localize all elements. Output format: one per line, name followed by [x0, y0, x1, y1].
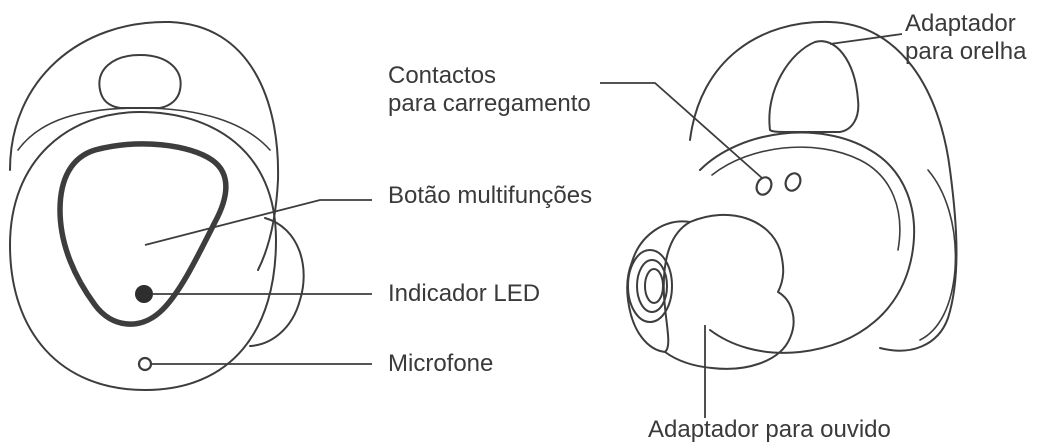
- label-led-indicator-text: Indicador LED: [388, 280, 541, 307]
- earbud-front-face: [9, 111, 277, 391]
- charging-contact-2: [784, 172, 802, 192]
- microphone-hole: [137, 356, 153, 372]
- leader-ear-adapter: [829, 33, 903, 45]
- label-charging-contacts: Contactos para carregamento: [388, 62, 591, 118]
- ear-wing-fin: [768, 40, 860, 133]
- earbud-front-view: [9, 20, 305, 391]
- label-microphone-text: Microfone: [388, 350, 494, 377]
- label-multifunction-button-text: Botão multifunções: [388, 182, 593, 209]
- charging-contacts: [755, 172, 802, 196]
- leader-multifunction: [144, 199, 372, 246]
- label-multifunction-button: Botão multifunções: [388, 182, 592, 210]
- ear-tip-face: [626, 220, 691, 353]
- label-charging-contacts-line1: Contactos: [388, 62, 497, 89]
- ear-wing-adapter: [689, 20, 958, 352]
- label-ear-adapter-line2: para orelha: [905, 38, 1027, 65]
- label-ear-adapter: Adaptador para orelha: [905, 10, 1026, 66]
- label-led-indicator: Indicador LED: [388, 280, 540, 308]
- ear-wing-ridge: [919, 169, 957, 341]
- charging-contact-1: [755, 176, 773, 196]
- multifunction-button-shape: [57, 141, 229, 327]
- earbud-front-rim: [17, 107, 271, 151]
- earbud-body-shell: [699, 131, 916, 354]
- label-ear-tip-text: Adaptador para ouvido: [648, 416, 891, 443]
- earbud-fin: [98, 54, 182, 109]
- nozzle-ring-middle: [636, 259, 668, 313]
- label-charging-contacts-line2: para carregamento: [388, 90, 591, 117]
- nozzle-ring-outer: [627, 249, 673, 323]
- earbud-side-view: [626, 20, 958, 370]
- led-indicator-dot: [135, 285, 153, 303]
- label-ear-tip: Adaptador para ouvido: [648, 416, 891, 444]
- label-ear-adapter-line1: Adaptador: [905, 10, 1016, 37]
- earbud-body-inner: [711, 146, 901, 251]
- label-microphone: Microfone: [388, 350, 493, 378]
- ear-tip: [664, 213, 795, 370]
- nozzle-ring-inner: [644, 268, 664, 304]
- leader-charging-contacts: [600, 82, 763, 179]
- earbud-nozzle-bulge: [249, 217, 305, 347]
